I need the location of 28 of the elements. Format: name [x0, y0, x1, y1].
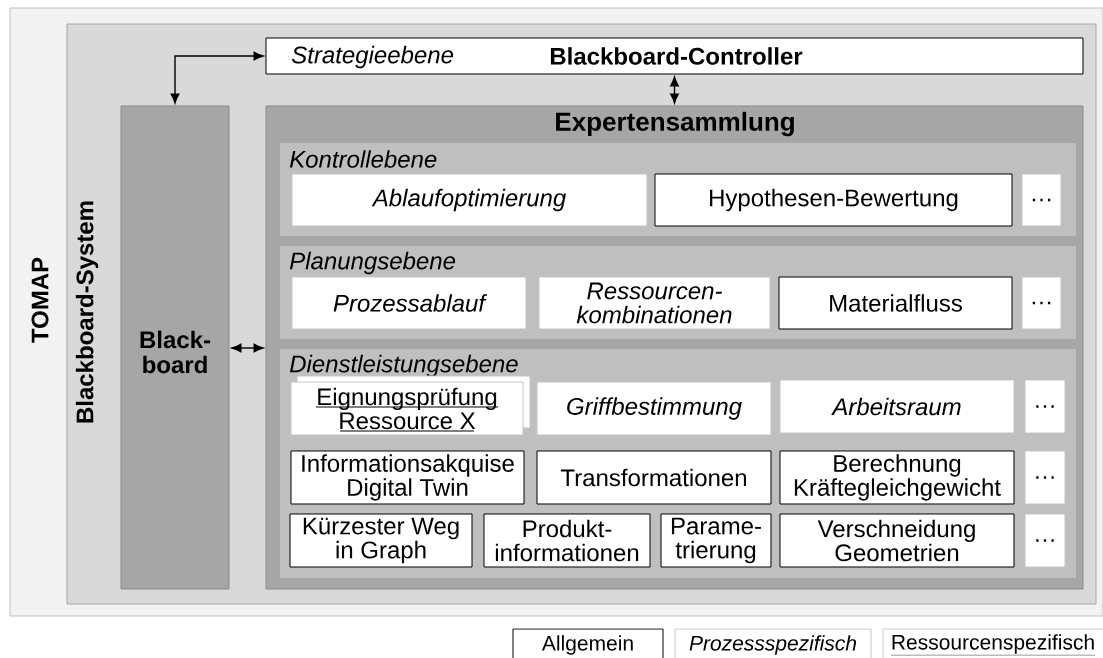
module-box: Produkt- informationen: [483, 513, 651, 568]
legend-item: Allgemein: [512, 628, 664, 658]
module-box: Parame- trierung: [660, 513, 772, 568]
ellipsis-box: …: [1024, 450, 1066, 505]
ellipsis-box: …: [1024, 379, 1066, 434]
double-arrow: [170, 51, 264, 104]
module-box: Ressourcen- kombinationen: [538, 276, 771, 330]
module-box: Kürzester Weg in Graph: [289, 513, 473, 568]
legend-item: Ressourcenspezifisch: [882, 628, 1103, 658]
module-box: Hypothesen-Bewertung: [654, 173, 1013, 227]
module-box: Berechnung Kräftegleichgewicht: [779, 450, 1015, 505]
module-box: Materialfluss: [778, 276, 1013, 330]
double-arrow: [670, 76, 679, 104]
double-arrow: [231, 343, 264, 353]
module-box: Arbeitsraum: [779, 379, 1015, 434]
module-box: Informationsakquise Digital Twin: [290, 450, 525, 505]
ellipsis-box: …: [1024, 513, 1066, 568]
controller-bar: Strategieebene Blackboard-Controller: [265, 37, 1084, 75]
module-box: Griffbestimmung: [536, 381, 772, 436]
legend-item: Prozessspezifisch: [674, 628, 872, 658]
module-box: Eignungsprüfung Ressource X: [290, 375, 531, 436]
module-box: Ablaufoptimierung: [291, 173, 648, 227]
ellipsis-box: …: [1021, 276, 1062, 330]
blackboard-column: Black- board: [120, 105, 230, 590]
module-box: Verschneidung Geometrien: [779, 513, 1015, 568]
ellipsis-box: …: [1021, 173, 1062, 227]
module-box: Transformationen: [536, 450, 772, 505]
module-box: Prozessablauf: [291, 276, 527, 330]
